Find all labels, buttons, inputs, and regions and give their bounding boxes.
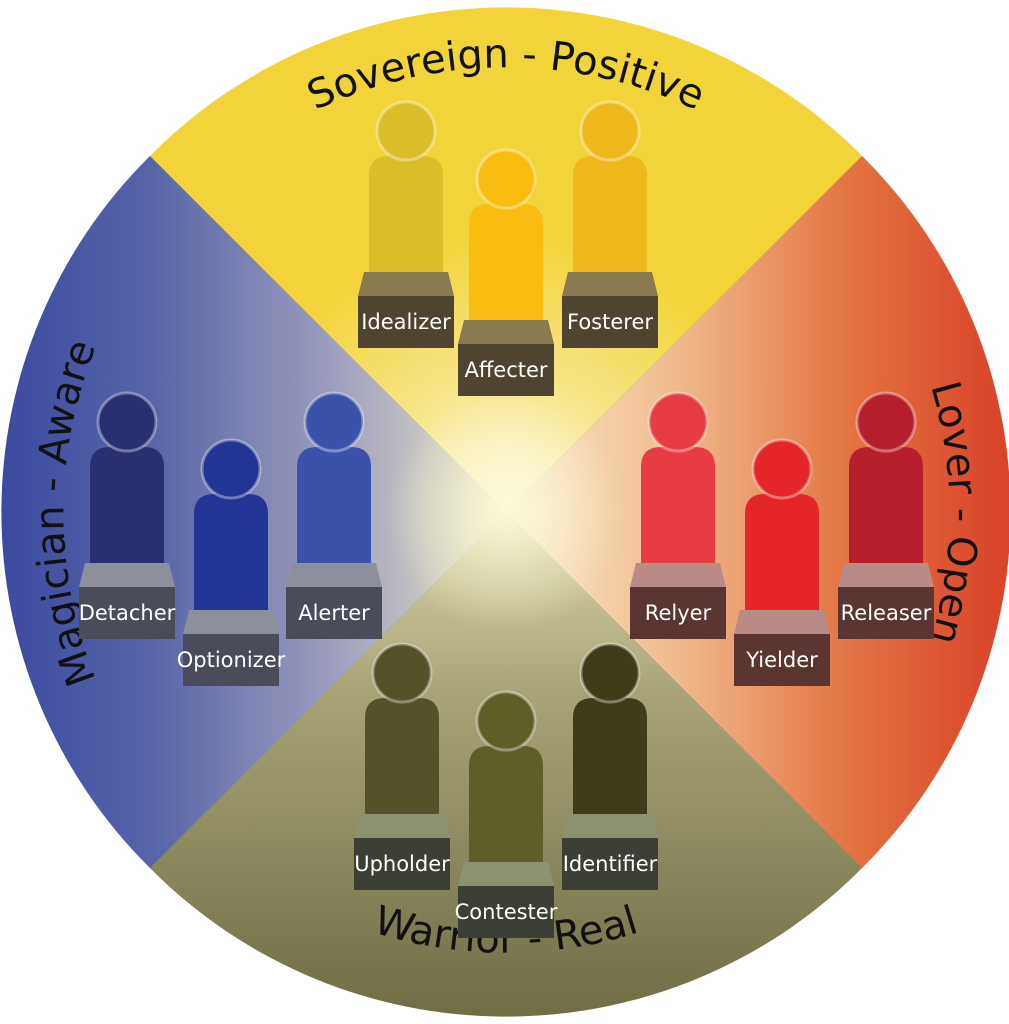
figure-relyer: Relyer [630, 391, 726, 639]
plinth-label: Contester [455, 900, 558, 924]
plinth-box-shape [562, 838, 658, 890]
wheel-disc [1, 7, 1009, 1017]
plinth-label: Idealizer [361, 310, 451, 334]
person-head-shape [647, 391, 709, 453]
person-body-shape [469, 746, 543, 862]
plinth-box-shape [354, 838, 450, 890]
person-head-shape [855, 391, 917, 453]
plinth-label: Releaser [841, 601, 932, 625]
plinth-label: Optionizer [177, 648, 286, 672]
person-body-shape [573, 156, 647, 272]
plinth-box-shape [562, 296, 658, 348]
figure-yielder: Yielder [734, 438, 830, 686]
figure-contester: Contester [455, 690, 558, 938]
plinth-label: Identifier [563, 852, 658, 876]
plinth-label: Upholder [354, 852, 450, 876]
plinth-top-shape [630, 563, 726, 587]
figure-upholder: Upholder [354, 642, 450, 890]
plinth-label: Relyer [645, 601, 712, 625]
plinth-label: Fosterer [567, 310, 653, 334]
plinth-top-shape [183, 610, 279, 634]
figure-detacher: Detacher [79, 391, 176, 639]
person-head-shape [303, 391, 365, 453]
figure-releaser: Releaser [838, 391, 934, 639]
person-head-shape [579, 642, 641, 704]
plinth-label: Alerter [298, 601, 370, 625]
person-body-shape [469, 204, 543, 320]
plinth-top-shape [458, 320, 554, 344]
figure-affecter: Affecter [458, 148, 554, 396]
plinth-box-shape [458, 886, 554, 938]
person-head-shape [371, 642, 433, 704]
person-body-shape [849, 447, 923, 563]
person-body-shape [369, 156, 443, 272]
plinth-top-shape [562, 814, 658, 838]
plinth-box-shape [838, 587, 934, 639]
person-body-shape [297, 447, 371, 563]
plinth-box-shape [183, 634, 279, 686]
plinth-top-shape [358, 272, 454, 296]
plinth-top-shape [458, 862, 554, 886]
person-head-shape [200, 438, 262, 500]
person-body-shape [365, 698, 439, 814]
person-head-shape [579, 100, 641, 162]
figure-idealizer: Idealizer [358, 100, 454, 348]
plinth-box-shape [358, 296, 454, 348]
person-head-shape [375, 100, 437, 162]
plinth-box-shape [630, 587, 726, 639]
plinth-top-shape [562, 272, 658, 296]
person-head-shape [475, 690, 537, 752]
person-head-shape [96, 391, 158, 453]
person-body-shape [90, 447, 164, 563]
plinth-top-shape [286, 563, 382, 587]
figure-optionizer: Optionizer [177, 438, 286, 686]
person-head-shape [475, 148, 537, 210]
plinth-label: Detacher [79, 601, 176, 625]
person-body-shape [573, 698, 647, 814]
person-head-shape [751, 438, 813, 500]
plinth-box-shape [458, 344, 554, 396]
plinth-top-shape [354, 814, 450, 838]
center-glow [386, 392, 626, 632]
plinth-box-shape [79, 587, 175, 639]
figure-identifier: Identifier [562, 642, 658, 890]
plinth-label: Yielder [745, 648, 818, 672]
plinth-top-shape [838, 563, 934, 587]
plinth-label: Affecter [464, 358, 547, 382]
person-body-shape [641, 447, 715, 563]
person-body-shape [745, 494, 819, 610]
figure-alerter: Alerter [286, 391, 382, 639]
plinth-box-shape [734, 634, 830, 686]
plinth-top-shape [734, 610, 830, 634]
person-body-shape [194, 494, 268, 610]
figure-fosterer: Fosterer [562, 100, 658, 348]
plinth-top-shape [79, 563, 175, 587]
plinth-box-shape [286, 587, 382, 639]
